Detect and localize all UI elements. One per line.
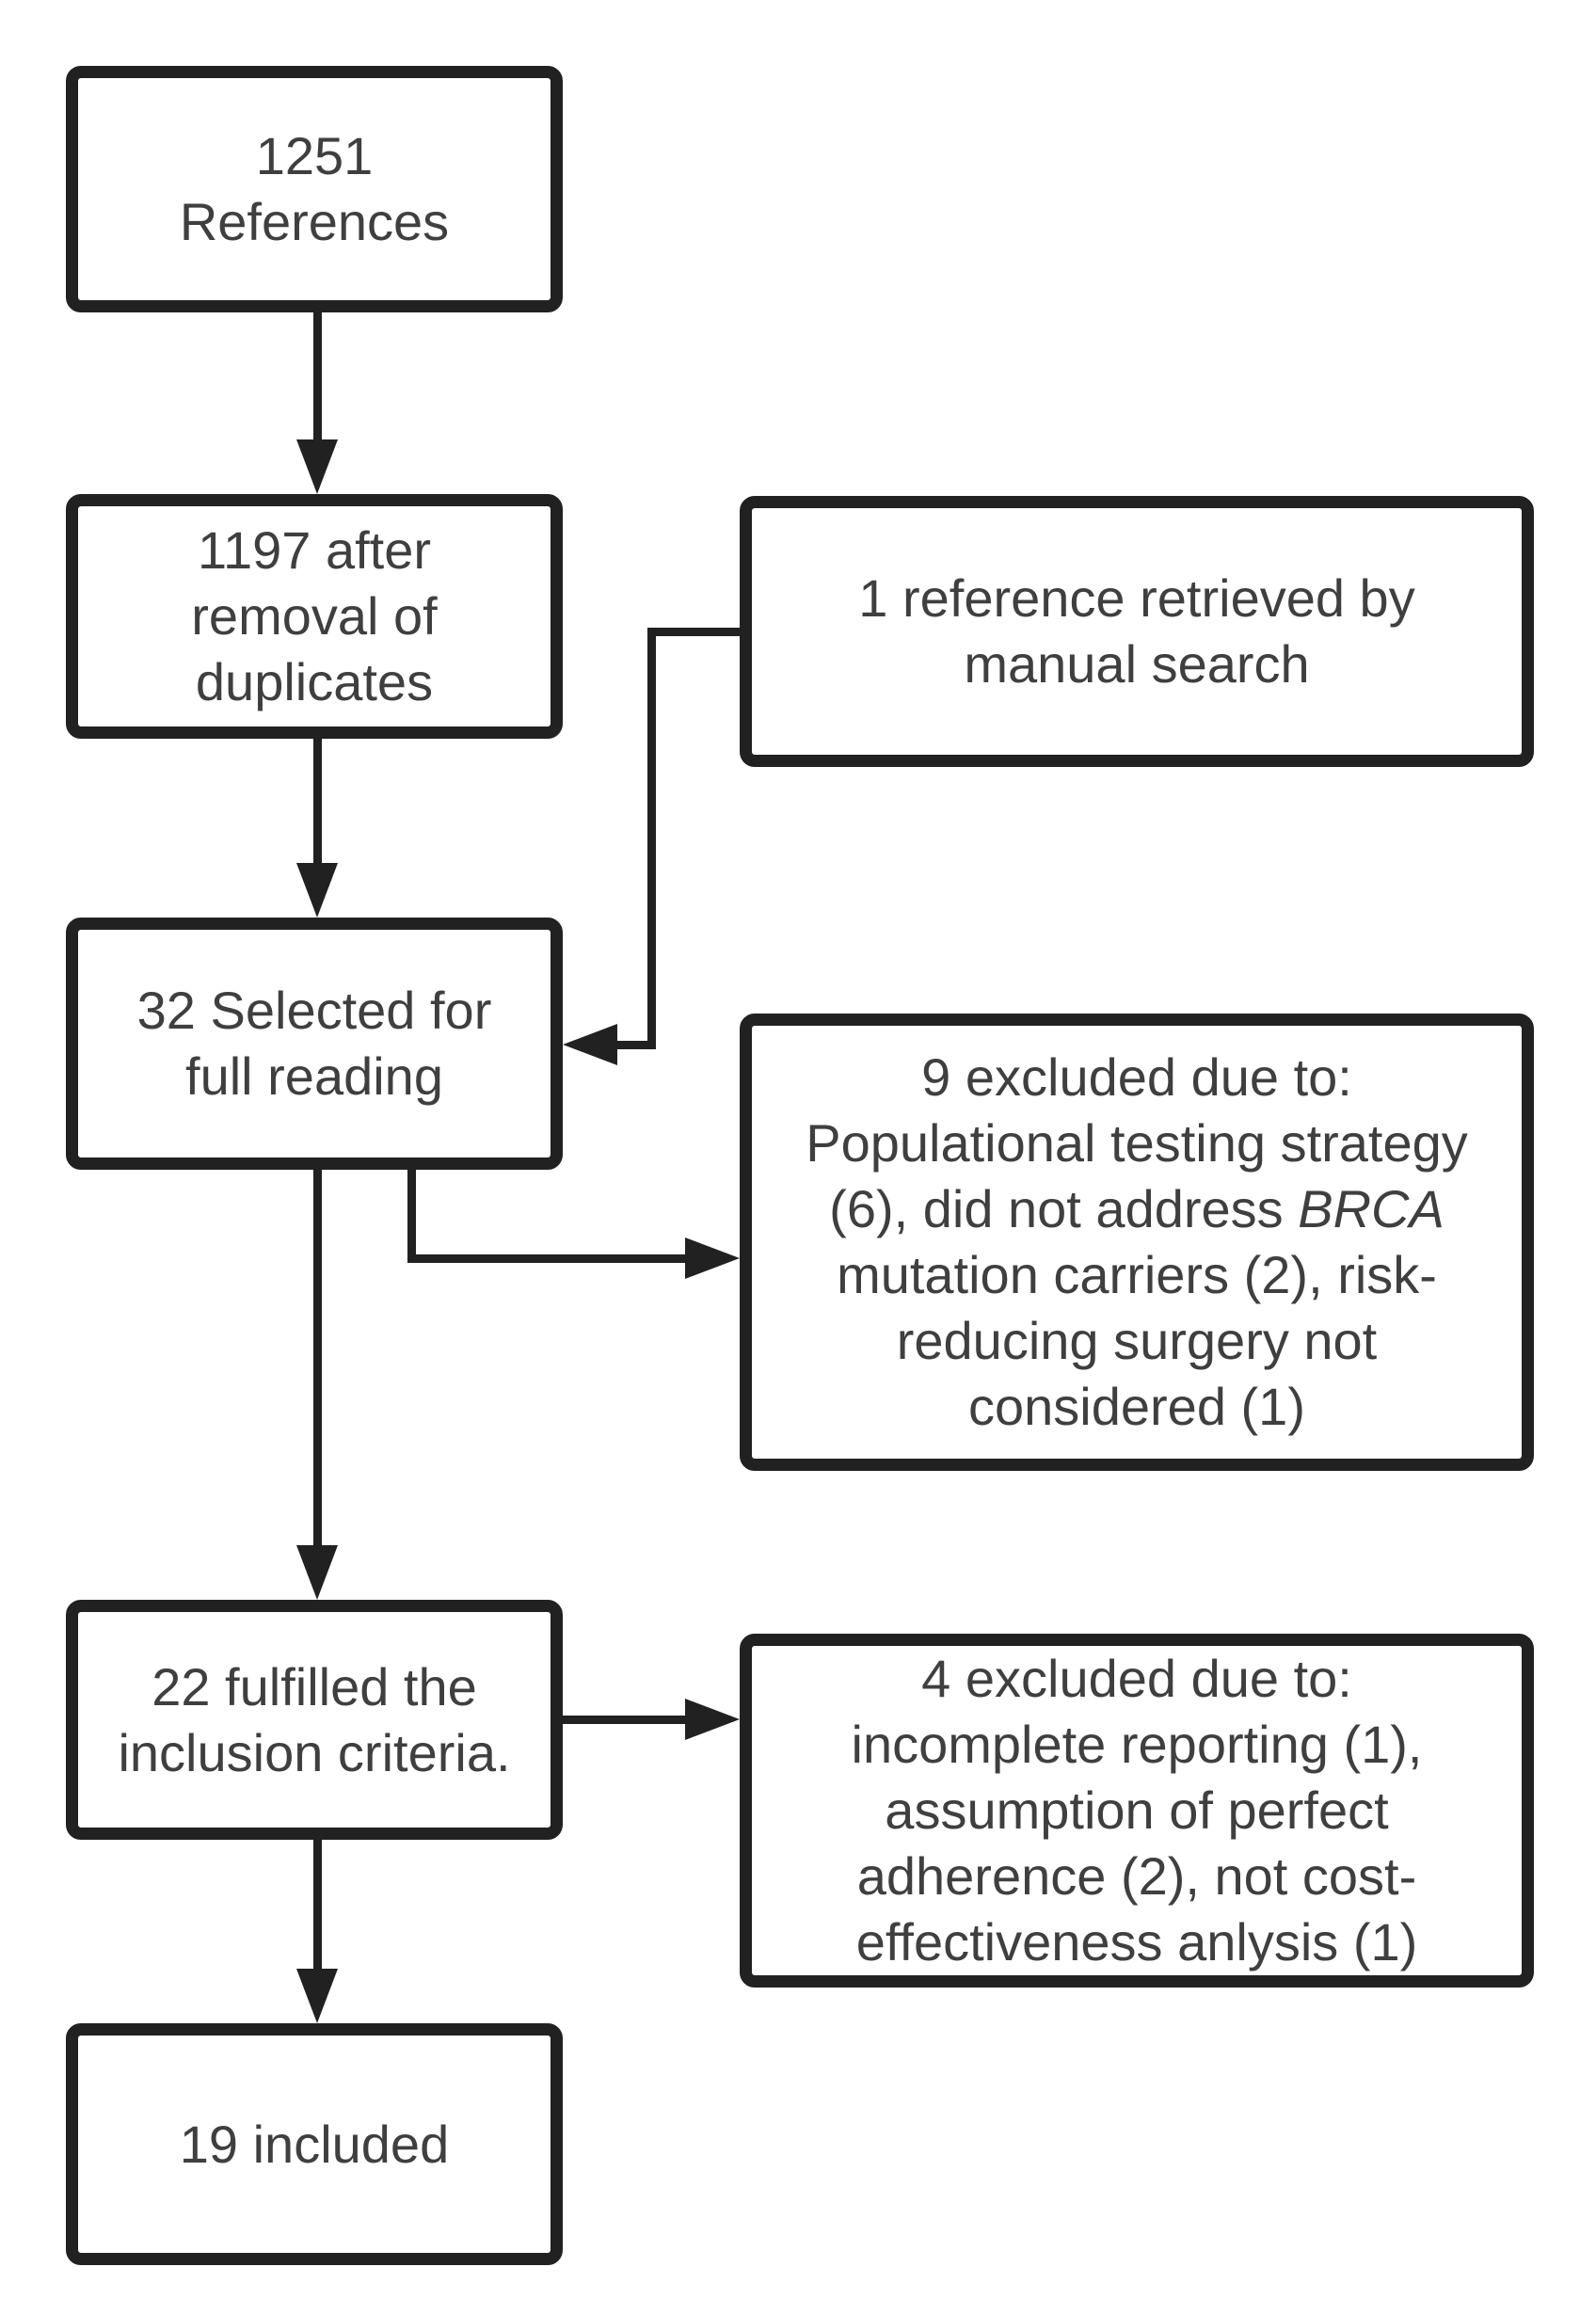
connector-dedup-to-full-reading [313,737,322,870]
box-9-excluded-body-post: mutation carriers (2), risk-reducing sur… [837,1245,1437,1436]
box-fulfilled-inclusion-criteria: 22 fulfilled the inclusion criteria. [66,1600,563,1840]
box-manual-search: 1 reference retrieved by manual search [740,496,1534,767]
box-1197-after-duplicates-label: 1197 after removal of duplicates [191,520,438,711]
box-9-excluded-body: Populational testing strategy (6), did n… [789,1110,1485,1440]
connector-references-to-dedup [313,311,322,447]
arrowhead-right-icon [685,1699,740,1740]
connector-full-reading-to-excluded-vertical [407,1168,416,1260]
connector-manual-search-segment-top [651,628,742,636]
connector-full-reading-to-excluded-horizontal [407,1254,690,1263]
box-4-excluded-body: incomplete reporting (1), assumption of … [851,1715,1423,1972]
box-manual-search-label: 1 reference retrieved by manual search [858,568,1415,694]
box-fulfilled-inclusion-criteria-label: 22 fulfilled the inclusion criteria. [118,1656,511,1782]
box-4-excluded-heading: 4 excluded due to: [921,1649,1352,1708]
box-1197-after-duplicates: 1197 after removal of duplicates [66,494,563,739]
box-19-included-label: 19 included [179,2114,450,2174]
box-selected-full-reading-label: 32 Selected for full reading [136,981,492,1106]
box-selected-full-reading: 32 Selected for full reading [66,918,563,1170]
arrowhead-down-icon [296,863,338,918]
arrowhead-down-icon [296,1545,338,1600]
connector-inclusion-to-included [313,1838,322,1976]
box-9-excluded-body-pre: Populational testing strategy (6), did n… [806,1113,1468,1238]
connector-manual-search-segment-vertical [647,628,656,1049]
box-1251-references-label: 1251 References [179,126,450,251]
box-9-excluded-heading: 9 excluded due to: [921,1047,1352,1107]
connector-inclusion-to-excluded [561,1716,693,1724]
connector-manual-search-segment-bottom [612,1041,654,1049]
arrowhead-left-icon [563,1024,617,1065]
box-4-excluded: 4 excluded due to: incomplete reporting … [740,1634,1534,1988]
arrowhead-down-icon [296,1969,338,2023]
box-9-excluded: 9 excluded due to: Populational testing … [740,1014,1534,1471]
connector-full-reading-to-inclusion [313,1168,322,1553]
arrowhead-down-icon [296,439,338,494]
arrowhead-right-icon [685,1237,740,1279]
box-9-excluded-body-italic: BRCA [1298,1179,1444,1238]
box-1251-references: 1251 References [66,66,563,312]
box-19-included: 19 included [66,2023,563,2265]
